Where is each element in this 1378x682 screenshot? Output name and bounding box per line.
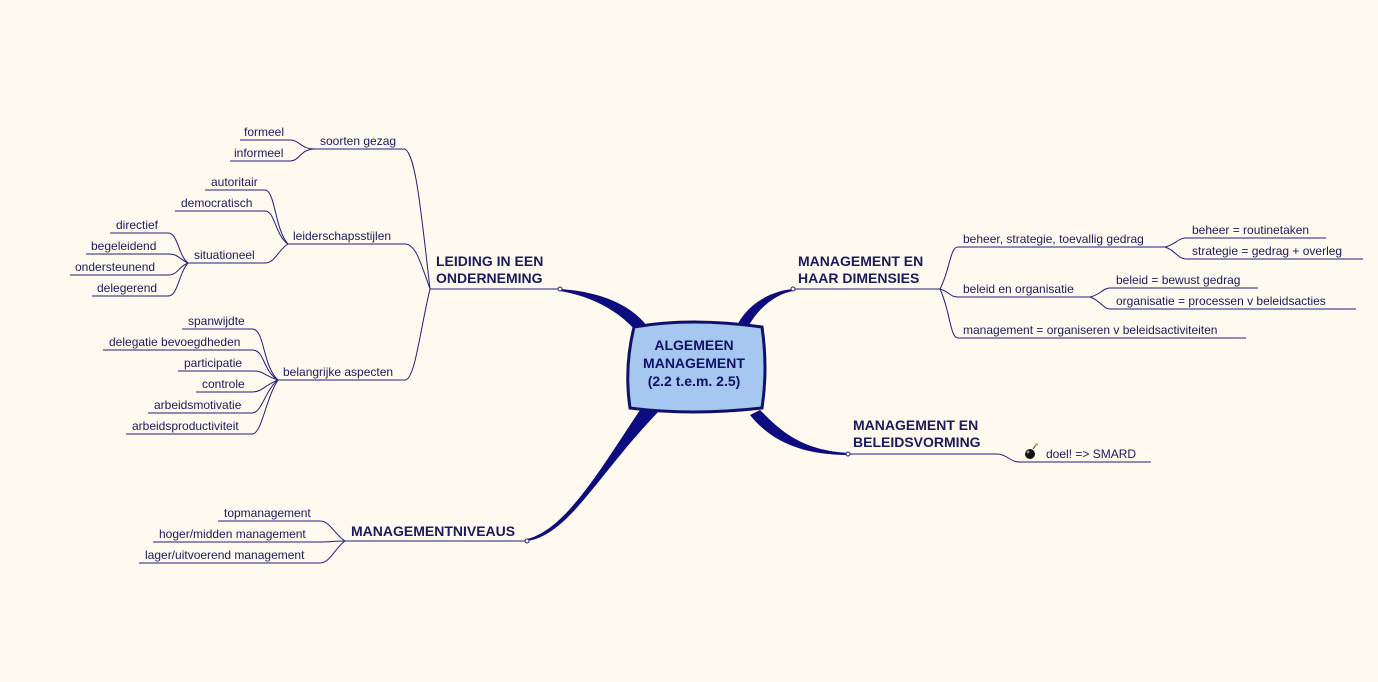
item-begeleidend[interactable]: begeleidend xyxy=(91,239,156,253)
subtopic-situationeel[interactable]: situationeel xyxy=(194,248,255,262)
subtopic-beheer-strategie[interactable]: beheer, strategie, toevallig gedrag xyxy=(963,232,1144,246)
bomb-icon xyxy=(1025,443,1038,459)
subtopic-management-organiseren[interactable]: management = organiseren v beleidsactivi… xyxy=(963,323,1217,337)
center-line-1: ALGEMEEN xyxy=(654,337,733,353)
branch-dot xyxy=(524,538,530,544)
item-beleid-bewust-gedrag[interactable]: beleid = bewust gedrag xyxy=(1116,273,1240,287)
branch-dot xyxy=(790,286,796,292)
main-topic-leiding-line-1[interactable]: LEIDING IN EEN xyxy=(436,253,543,269)
branch-dot xyxy=(845,451,851,457)
item-delegerend[interactable]: delegerend xyxy=(97,281,157,295)
item-organisatie-processen[interactable]: organisatie = processen v beleidsacties xyxy=(1116,294,1326,308)
item-strategie-gedrag-overleg[interactable]: strategie = gedrag + overleg xyxy=(1192,244,1342,258)
branch-dot xyxy=(557,286,563,292)
item-spanwijdte[interactable]: spanwijdte xyxy=(188,314,245,328)
item-topmanagement[interactable]: topmanagement xyxy=(224,506,311,520)
item-hoger-midden-management[interactable]: hoger/midden management xyxy=(159,527,306,541)
center-node[interactable] xyxy=(626,320,767,414)
item-directief[interactable]: directief xyxy=(116,218,159,232)
trunk-to-beleidsvorming xyxy=(750,410,848,455)
subtopic-leiderschapsstijlen[interactable]: leiderschapsstijlen xyxy=(293,229,391,243)
main-topic-dimensies-line-1[interactable]: MANAGEMENT EN xyxy=(798,253,923,269)
item-autoritair[interactable]: autoritair xyxy=(211,175,258,189)
item-participatie[interactable]: participatie xyxy=(184,356,242,370)
item-informeel[interactable]: informeel xyxy=(234,146,283,160)
item-ondersteunend[interactable]: ondersteunend xyxy=(75,260,155,274)
item-arbeidsproductiviteit[interactable]: arbeidsproductiviteit xyxy=(132,419,239,433)
item-lager-uitvoerend-management[interactable]: lager/uitvoerend management xyxy=(145,548,305,562)
item-formeel[interactable]: formeel xyxy=(244,125,284,139)
item-beheer-routinetaken[interactable]: beheer = routinetaken xyxy=(1192,223,1309,237)
item-arbeidsmotivatie[interactable]: arbeidsmotivatie xyxy=(154,398,242,412)
main-topic-beleidsvorming-line-1[interactable]: MANAGEMENT EN xyxy=(853,417,978,433)
trunk-to-dimensies xyxy=(735,289,793,333)
item-controle[interactable]: controle xyxy=(202,377,245,391)
trunk-to-niveaus xyxy=(527,405,665,541)
center-line-2: MANAGEMENT xyxy=(643,355,745,371)
center-line-3: (2.2 t.e.m. 2.5) xyxy=(648,373,741,389)
item-doel-smard[interactable]: doel! => SMARD xyxy=(1046,447,1136,461)
main-topic-managementniveaus[interactable]: MANAGEMENTNIVEAUS xyxy=(351,523,515,539)
main-topic-beleidsvorming-line-2[interactable]: BELEIDSVORMING xyxy=(853,434,981,450)
subtopic-beleid-organisatie[interactable]: beleid en organisatie xyxy=(963,282,1074,296)
main-topic-leiding-line-2[interactable]: ONDERNEMING xyxy=(436,270,543,286)
main-topic-dimensies-line-2[interactable]: HAAR DIMENSIES xyxy=(798,270,919,286)
item-democratisch[interactable]: democratisch xyxy=(181,196,252,210)
subtopic-soorten-gezag[interactable]: soorten gezag xyxy=(320,134,396,148)
subtopic-belangrijke-aspecten[interactable]: belangrijke aspecten xyxy=(283,365,393,379)
item-delegatie-bevoegdheden[interactable]: delegatie bevoegdheden xyxy=(109,335,240,349)
